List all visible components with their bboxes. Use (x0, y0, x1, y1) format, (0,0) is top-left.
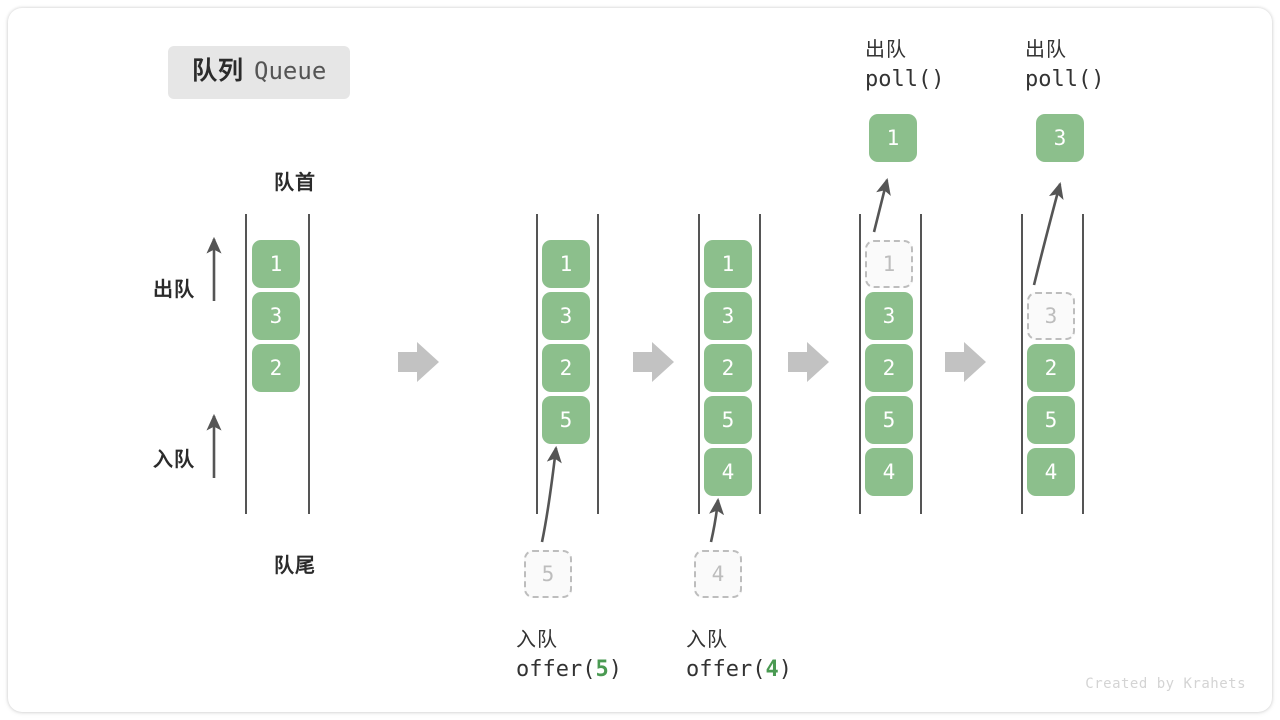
label-queue-head: 队首 (274, 172, 316, 194)
queue-element: 5 (704, 396, 752, 444)
queue-rail-right (308, 214, 310, 514)
queue-rail-left (698, 214, 700, 514)
queue-element: 4 (1027, 448, 1075, 496)
diagram-canvas: 队列 Queue 队首 队尾 出队 入队 入队 offer(5) 入队 offer… (8, 8, 1272, 712)
author-credit: Created by Krahets (1085, 676, 1246, 692)
queue-element: 2 (704, 344, 752, 392)
queue-element: 5 (1027, 396, 1075, 444)
queue-rail-right (1082, 214, 1084, 514)
queue-rail-left (245, 214, 247, 514)
queue-element: 2 (865, 344, 913, 392)
queue-element: 1 (704, 240, 752, 288)
operation-caption-offer-4: 入队 offer(4) (686, 629, 792, 683)
queue-element: 3 (704, 292, 752, 340)
popped-value-box-1: 1 (869, 114, 917, 162)
queue-element: 2 (1027, 344, 1075, 392)
queue-element: 4 (704, 448, 752, 496)
dequeue-flow-arrow-1 (872, 177, 891, 233)
queue-element: 3 (865, 292, 913, 340)
queue-element: 5 (542, 396, 590, 444)
queue-rail-right (920, 214, 922, 514)
enqueue-flow-arrow-5 (540, 445, 562, 543)
queue-element: 1 (252, 240, 300, 288)
label-queue-tail: 队尾 (274, 555, 316, 577)
step-transition-arrow-4 (945, 342, 986, 382)
dequeue-flow-arrow-3 (1032, 181, 1064, 286)
queue-element-removed: 1 (865, 240, 913, 288)
step-transition-arrow-3 (788, 342, 829, 382)
step-transition-arrow-2 (633, 342, 674, 382)
queue-element: 3 (252, 292, 300, 340)
label-dequeue-direction: 出队 (153, 279, 195, 301)
queue-rail-left (859, 214, 861, 514)
queue-rail-left (536, 214, 538, 514)
diagram-title-cn: 队列 (192, 57, 245, 85)
popped-value-box-2: 3 (1036, 114, 1084, 162)
queue-rail-left (1021, 214, 1023, 514)
queue-element: 2 (542, 344, 590, 392)
operation-caption-poll-2: 出队 poll() (1025, 39, 1105, 93)
operation-caption-poll-1: 出队 poll() (865, 39, 945, 93)
step-transition-arrow-1 (398, 342, 439, 382)
diagram-title-en: Queue (254, 57, 327, 85)
pending-value-box-5: 5 (524, 550, 572, 598)
queue-element-removed: 3 (1027, 292, 1075, 340)
queue-element: 5 (865, 396, 913, 444)
pending-value-box-4: 4 (694, 550, 742, 598)
queue-element: 2 (252, 344, 300, 392)
queue-element: 3 (542, 292, 590, 340)
label-enqueue-direction: 入队 (153, 449, 195, 471)
diagram-title-badge: 队列 Queue (168, 46, 351, 99)
operation-caption-offer-5: 入队 offer(5) (516, 629, 622, 683)
queue-element: 1 (542, 240, 590, 288)
queue-element: 4 (865, 448, 913, 496)
enqueue-flow-arrow-4 (709, 497, 725, 543)
queue-rail-right (759, 214, 761, 514)
queue-rail-right (597, 214, 599, 514)
